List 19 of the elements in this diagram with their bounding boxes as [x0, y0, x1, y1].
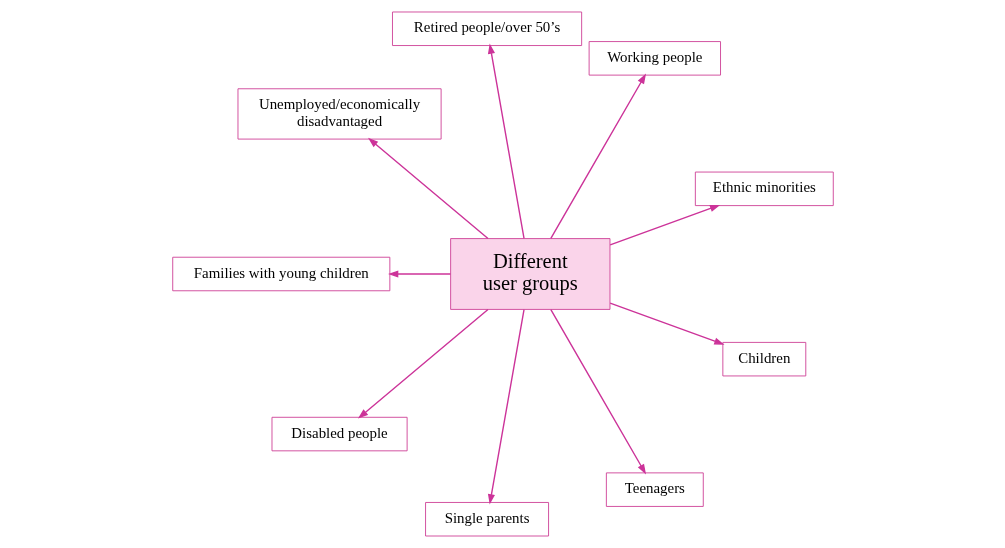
arrow — [608, 302, 725, 345]
node-box: Working people — [588, 41, 721, 76]
node-box: Disabled people — [271, 416, 408, 452]
node-box: Unemployed/economically disadvantaged — [237, 88, 442, 140]
node-box: Single parents — [424, 502, 549, 537]
arrow — [608, 204, 720, 246]
arrow — [487, 308, 525, 505]
node-box: Teenagers — [605, 472, 704, 507]
arrow — [549, 308, 646, 475]
node-box: Retired people/over 50’s — [391, 11, 582, 46]
node-box: Children — [721, 341, 806, 377]
node-box: Ethnic minorities — [694, 171, 834, 207]
arrow — [387, 270, 451, 278]
arrow — [367, 137, 489, 240]
arrow — [549, 73, 646, 240]
node-box: Different user groups — [449, 238, 610, 310]
arrow — [487, 43, 525, 240]
arrow — [357, 308, 489, 419]
node-box: Families with young children — [171, 256, 390, 292]
